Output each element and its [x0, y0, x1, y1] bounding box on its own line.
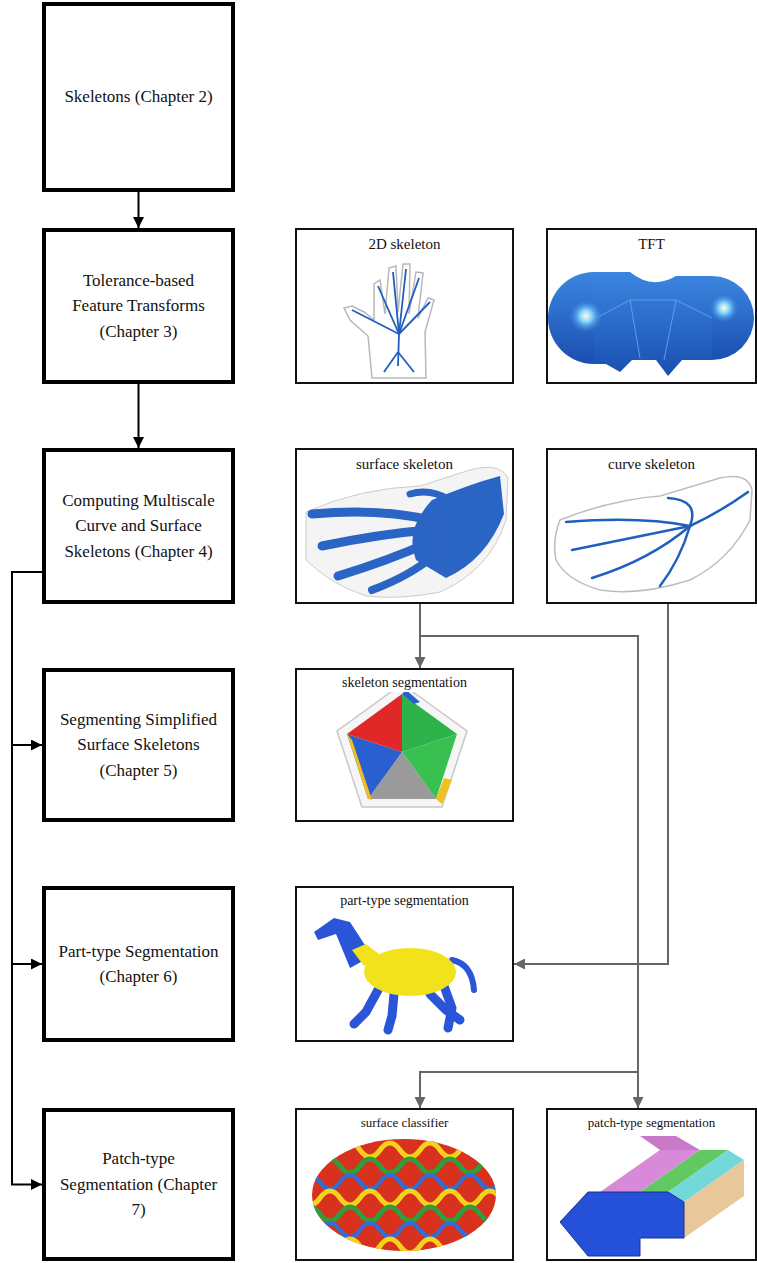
figure-panel: surface skeleton	[295, 448, 514, 604]
figure-panel: skeleton segmentation	[295, 668, 514, 822]
figure-panel: patch-type segmentation	[546, 1108, 757, 1261]
panel-caption: surface skeleton	[353, 455, 456, 473]
hand-surface-skeleton	[306, 467, 508, 597]
panel-caption: part-type segmentation	[337, 893, 472, 910]
panel-caption: patch-type segmentation	[585, 1115, 718, 1131]
figure-panel: surface classifier	[295, 1108, 514, 1261]
arrow-connector	[12, 572, 42, 1185]
arrow-connector	[12, 572, 42, 745]
hand-curve-skeleton	[555, 477, 752, 592]
chapter-title: Computing Multiscale Curve and Surface S…	[56, 488, 221, 565]
tft-field	[548, 272, 754, 376]
arrow-connector	[138, 192, 140, 228]
figure-panel: TFT	[546, 228, 757, 384]
figure-panel: part-type segmentation	[295, 886, 514, 1042]
chapter-title: Tolerance-based Feature Transforms (Chap…	[56, 268, 221, 345]
brain-classifier	[300, 1139, 500, 1253]
chapter-title: Patch-type Segmentation (Chapter 7)	[56, 1146, 221, 1223]
arrow-connector	[12, 572, 42, 964]
chapter-title: Part-type Segmentation (Chapter 6)	[56, 939, 221, 990]
horse-segmentation	[314, 918, 474, 1030]
arrow-segmentation	[560, 1136, 744, 1256]
chapter-title: Segmenting Simplified Surface Skeletons …	[56, 707, 221, 784]
chapter-title: Skeletons (Chapter 2)	[64, 84, 212, 110]
chapter-box: Computing Multiscale Curve and Surface S…	[42, 448, 235, 604]
panel-caption: surface classifier	[358, 1115, 452, 1131]
figure-panel: 2D skeleton	[295, 228, 514, 384]
chapter-box: Skeletons (Chapter 2)	[42, 2, 235, 192]
hand-2d-skeleton	[344, 264, 434, 378]
pentagon-segmentation	[337, 684, 467, 807]
chapter-box: Tolerance-based Feature Transforms (Chap…	[42, 228, 235, 384]
chapter-box: Segmenting Simplified Surface Skeletons …	[42, 668, 235, 822]
arrow-connector	[138, 384, 140, 448]
panel-caption: skeleton segmentation	[339, 675, 470, 692]
figure-panel: curve skeleton	[546, 448, 757, 604]
chapter-box: Part-type Segmentation (Chapter 6)	[42, 886, 235, 1042]
panel-caption: 2D skeleton	[365, 235, 443, 253]
chapter-box: Patch-type Segmentation (Chapter 7)	[42, 1108, 235, 1261]
panel-caption: curve skeleton	[605, 455, 698, 473]
panel-caption: TFT	[635, 235, 668, 253]
arrow-connector	[514, 604, 668, 964]
